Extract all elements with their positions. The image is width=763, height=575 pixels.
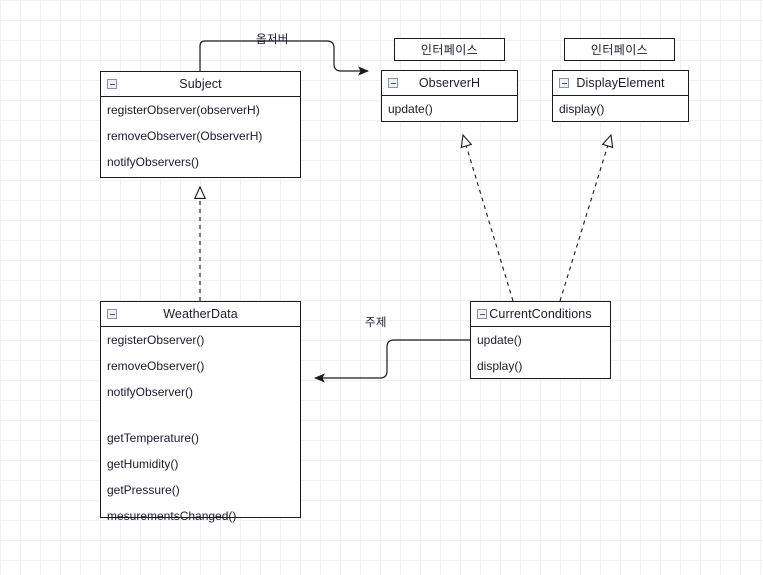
class-member: getHumidity() [107, 457, 179, 471]
class-name-subject: Subject [179, 77, 222, 91]
stereotype-box-observerh: 인터페이스 [394, 38, 505, 61]
edge-label-subject: 주제 [365, 317, 387, 329]
class-members-weatherdata: registerObserver() removeObserver() noti… [101, 327, 300, 529]
collapse-minus-icon[interactable] [388, 78, 398, 88]
class-member: notifyObservers() [107, 155, 200, 169]
stereotype-label: 인터페이스 [590, 43, 649, 57]
class-members-subject: registerObserver(observerH) removeObserv… [101, 97, 300, 175]
collapse-minus-icon[interactable] [559, 78, 569, 88]
stereotype-label: 인터페이스 [420, 43, 479, 57]
class-name-weatherdata: WeatherData [163, 307, 238, 321]
class-name-currentconditions: CurrentConditions [489, 307, 592, 321]
class-members-displayelement: display() [553, 96, 688, 122]
class-box-subject[interactable]: Subject registerObserver(observerH) remo… [100, 71, 301, 178]
class-member: mesurementsChanged() [107, 509, 237, 523]
class-member: getPressure() [107, 483, 180, 497]
edge-currentconditions-to-weatherdata [314, 339, 470, 383]
class-header-currentconditions: CurrentConditions [471, 302, 610, 327]
class-box-displayelement[interactable]: DisplayElement display() [552, 70, 689, 122]
class-box-weatherdata[interactable]: WeatherData registerObserver() removeObs… [100, 301, 301, 523]
class-header-subject: Subject [101, 72, 300, 97]
collapse-minus-icon[interactable] [477, 309, 487, 319]
stereotype-box-displayelement: 인터페이스 [564, 38, 675, 61]
edge-currentconditions-to-displayelement [559, 135, 611, 302]
class-member: registerObserver() [107, 333, 205, 347]
class-header-displayelement: DisplayElement [553, 71, 688, 96]
class-member: removeObserver(ObserverH) [107, 129, 263, 143]
class-member: display() [477, 359, 523, 373]
class-member: registerObserver(observerH) [107, 103, 260, 117]
collapse-minus-icon[interactable] [107, 309, 117, 319]
class-members-observerh: update() [382, 96, 517, 122]
class-member-spacer [101, 405, 300, 425]
class-box-observerh[interactable]: ObserverH update() [381, 70, 518, 122]
edge-label-observer: 옵저버 [256, 34, 289, 46]
class-member: notifyObserver() [107, 385, 194, 399]
class-member: update() [477, 333, 522, 347]
class-member: getTemperature() [107, 431, 200, 445]
class-box-currentconditions[interactable]: CurrentConditions update() display() [470, 301, 611, 379]
class-member: display() [559, 102, 605, 116]
class-header-observerh: ObserverH [382, 71, 517, 96]
collapse-minus-icon[interactable] [107, 79, 117, 89]
class-member: update() [388, 102, 433, 116]
class-header-weatherdata: WeatherData [101, 302, 300, 327]
class-member: removeObserver() [107, 359, 205, 373]
edge-currentconditions-to-observerh [463, 135, 514, 302]
class-name-displayelement: DisplayElement [576, 76, 665, 90]
class-name-observerh: ObserverH [418, 76, 481, 90]
class-members-currentconditions: update() display() [471, 327, 610, 379]
